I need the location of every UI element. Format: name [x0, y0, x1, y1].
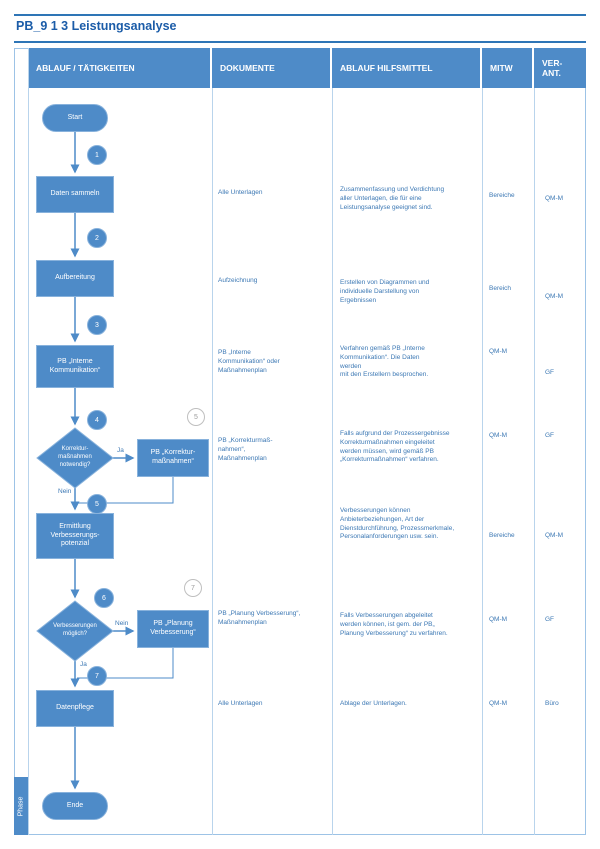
page-title: PB_9 1 3 Leistungsanalyse [16, 19, 177, 33]
title-rule-top [14, 14, 586, 16]
step-datenpflege: Datenpflege [36, 690, 114, 727]
step-interne-kommunikation: PB „Interne Kommunikation“ [36, 345, 114, 388]
start-node: Start [42, 104, 108, 132]
step-number-badge-1: 1 [87, 145, 107, 165]
hilfsmittel-cell-row6: Falls Verbesserungen abgeleitet werden k… [340, 612, 448, 637]
mitw-cell-row6: QM-M [489, 616, 508, 623]
step-number-badge-7: 7 [87, 666, 107, 686]
header-cell-ablauf: ABLAUF / TÄTIGKEITEN [28, 48, 212, 88]
mitw-cell-row2: Bereich [489, 285, 512, 292]
hilfsmittel-cell-row5: Verbesserungen können Anbieterbeziehunge… [340, 507, 455, 541]
decision-korrekturmassnahmen-label: Korrektur- maßnahmen notwendig? [58, 446, 92, 468]
verant-cell-row2: QM-M [545, 293, 564, 300]
step-daten-sammeln: Daten sammeln [36, 176, 114, 213]
column-divider [28, 48, 29, 835]
dokumente-cell-row2: Aufzeichnung [218, 277, 258, 284]
title-rule-bottom [14, 41, 586, 43]
mitw-cell-row7: QM-M [489, 700, 508, 707]
verant-cell-row3: GF [545, 369, 555, 376]
step-number-badge-3: 3 [87, 315, 107, 335]
label-nein-2: Nein [115, 620, 129, 627]
step-aufbereitung: Aufbereitung [36, 260, 114, 297]
dokumente-cell-row4: PB „Korrekturmaß- nahmen“, Maßnahmenplan [218, 437, 273, 462]
step-number-badge-5: 5 [87, 494, 107, 514]
hilfsmittel-cell-row3: Verfahren gemäß PB „Interne Kommunikatio… [340, 345, 429, 379]
column-divider [534, 88, 535, 835]
ref-number-badge-5: 5 [187, 408, 205, 426]
verant-cell-row4: GF [545, 432, 555, 439]
phase-bar: Phase [14, 777, 28, 835]
column-divider [332, 88, 333, 835]
verant-cell-row5: QM-M [545, 532, 564, 539]
step-planung-verbesserung: PB „Planung Verbesserung“ [137, 610, 209, 648]
label-nein-1: Nein [58, 488, 72, 495]
end-node: Ende [42, 792, 108, 820]
header-cell-dokumente: DOKUMENTE [212, 48, 332, 88]
label-ja-1: Ja [117, 447, 124, 454]
hilfsmittel-cell-row7: Ablage der Unterlagen. [340, 700, 407, 707]
step-number-badge-2: 2 [87, 228, 107, 248]
header-cell-hilfsmittel: ABLAUF HILFSMITTEL [332, 48, 482, 88]
dokumente-cell-row3: PB „Interne Kommunikation“ oder Maßnahme… [218, 349, 280, 374]
dokumente-cell-row7: Alle Unterlagen [218, 700, 263, 707]
mitw-cell-row4: QM-M [489, 432, 508, 439]
label-ja-2: Ja [80, 661, 87, 668]
phase-label: Phase [17, 796, 25, 816]
hilfsmittel-cell-row4: Falls aufgrund der Prozessergebnisse Kor… [340, 430, 450, 464]
hilfsmittel-cell-row2: Erstellen von Diagrammen und individuell… [340, 279, 430, 304]
header-cell-mitw: MITW [482, 48, 534, 88]
step-number-badge-4: 4 [87, 410, 107, 430]
dokumente-cell-row1: Alle Unterlagen [218, 189, 263, 196]
column-divider [212, 88, 213, 835]
verant-cell-row1: QM-M [545, 195, 564, 202]
mitw-cell-row1: Bereiche [489, 192, 515, 199]
step-ermittlung-verbesserungspotenzial: Ermittlung Verbesserungs- potenzial [36, 513, 114, 559]
mitw-cell-row3: QM-M [489, 348, 508, 355]
ref-number-badge-7: 7 [184, 579, 202, 597]
verant-cell-row6: GF [545, 616, 555, 623]
dokumente-cell-row6: PB „Planung Verbesserung“, Maßnahmenplan [218, 610, 301, 626]
column-divider [482, 88, 483, 835]
header-cell-verant: VER- ANT. [534, 48, 586, 88]
step-korrekturmassnahmen: PB „Korrektur- maßnahmen“ [137, 439, 209, 477]
decision-verbesserungen-label: Verbesserungen möglich? [53, 623, 97, 637]
hilfsmittel-cell-row1: Zusammenfassung und Verdichtung aller Un… [340, 186, 445, 211]
step-number-badge-6: 6 [94, 588, 114, 608]
mitw-cell-row5: Bereiche [489, 532, 515, 539]
verant-cell-row7: Büro [545, 700, 559, 707]
